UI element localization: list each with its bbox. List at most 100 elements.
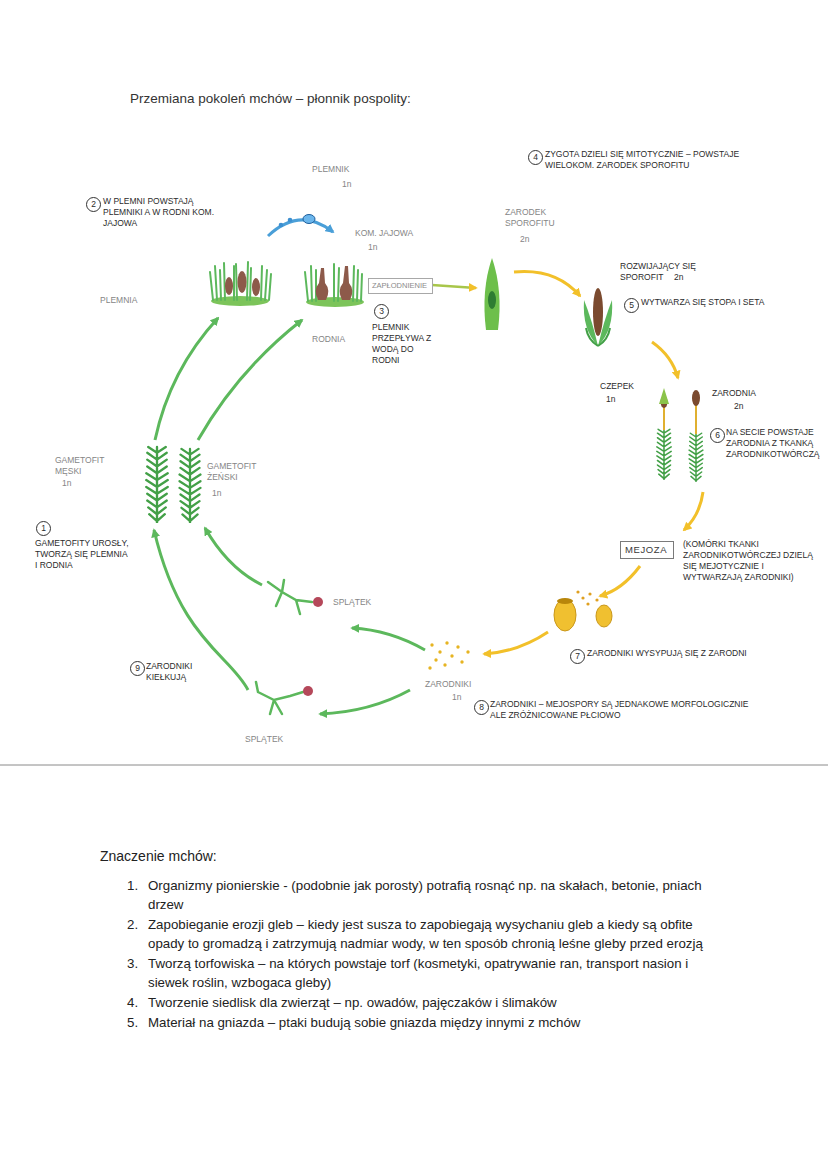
stage-note: ZARODNIKI – MEJOSPORY SĄ JEDNAKOWE MORFO… [490, 699, 755, 721]
spore [434, 658, 437, 661]
callout-number: 1 [36, 521, 51, 536]
process-box: MEJOZA [620, 541, 674, 559]
archegonia-cluster [305, 264, 364, 307]
cycle-arrow [600, 566, 640, 596]
stage-note: PLEMNIK PRZEPŁYWA Z WODĄ DO RODNI [372, 322, 434, 366]
spore [595, 598, 598, 601]
calyptra [659, 388, 669, 404]
cycle-arrow [205, 528, 262, 585]
sperm-dot [279, 223, 284, 228]
moss-shoot [657, 429, 671, 480]
seta [695, 404, 697, 434]
spore [430, 643, 433, 646]
page-divider [0, 765, 828, 766]
stage-note: ZYGOTA DZIELI SIĘ MITOTYCZNIE – POWSTAJE… [545, 149, 785, 171]
process-label: MEJOZA [625, 544, 667, 556]
open-capsule [554, 599, 576, 631]
archegonium [340, 266, 353, 300]
capsule [692, 390, 700, 406]
spore [450, 654, 453, 657]
cycle-arrow [652, 342, 678, 378]
sporophyte-leaf [586, 328, 610, 346]
antheridium [252, 278, 260, 296]
structure-label: 1n [368, 242, 377, 253]
sporophyte-embryo [484, 258, 499, 330]
list-number: 5. [127, 1013, 138, 1032]
stage-note: ZARODNIA [712, 388, 756, 399]
antheridium [225, 277, 233, 295]
spore [438, 650, 441, 653]
stage-note: 2n [734, 401, 743, 412]
antheridia-cluster [210, 262, 271, 306]
stage-note: 2n [674, 272, 683, 283]
sperm-dot [288, 218, 293, 223]
stage-note: WYTWARZA SIĘ STOPA I SETA [641, 297, 766, 308]
open-capsule [596, 605, 612, 627]
cycle-arrow [432, 285, 476, 288]
paraphyses [305, 264, 362, 301]
structure-label: RODNIA [312, 334, 345, 345]
antheridium [238, 271, 247, 293]
callout-number: 4 [528, 150, 543, 165]
protonema-bud [303, 686, 313, 696]
embryo-core [488, 291, 496, 309]
callout-number: 7 [570, 649, 585, 664]
sperm-arrow [268, 220, 333, 236]
structure-label: GAMETOFIT MĘSKI [55, 455, 125, 477]
female-gametophyte [180, 449, 201, 523]
spore [588, 592, 591, 595]
list-number: 1. [127, 876, 138, 895]
callout-number: 6 [710, 428, 725, 443]
list-item: Tworzą torfowiska – na których powstaje … [148, 954, 728, 992]
structure-label: KOM. JAJOWA [355, 228, 413, 239]
male-gametophyte [146, 447, 167, 523]
released-spores [576, 590, 598, 605]
list-item: Materiał na gniazda – ptaki budują sobie… [148, 1013, 728, 1032]
cycle-arrow [484, 632, 548, 654]
archegonium [316, 268, 329, 300]
list-number: 2. [127, 915, 138, 934]
process-label: ZAPŁODNIENIE [372, 281, 427, 291]
list-number: 3. [127, 954, 138, 973]
protonema-bud [313, 597, 323, 607]
spore [466, 650, 469, 653]
cycle-arrow [320, 690, 410, 714]
list-item: Tworzenie siedlisk dla zwierząt – np. ow… [148, 993, 728, 1012]
list-item: Organizmy pionierskie - (podobnie jak po… [148, 876, 728, 914]
structure-label: SPLĄTEK [333, 597, 371, 608]
stage-note: ROZWIJAJĄCY SIĘ SPOROFIT [620, 261, 720, 283]
young-sporophyte [593, 288, 603, 336]
callout-number: 5 [624, 298, 639, 313]
stage-note: GAMETOFITY UROSŁY, TWORZĄ SIĘ PLEMNIA I … [35, 538, 130, 571]
cycle-arrow [684, 492, 703, 530]
structure-label: GAMETOFIT ŻEŃSKI [207, 461, 267, 483]
sperm-cell [303, 215, 315, 224]
page-title: Przemiana pokoleń mchów – płonnik pospol… [130, 91, 411, 106]
moss-shoot [689, 433, 703, 482]
structure-label: 1n [212, 488, 221, 499]
callout-number: 9 [130, 661, 145, 676]
section-heading: Znaczenie mchów: [100, 848, 217, 864]
structure-label: SPLĄTEK [245, 734, 283, 745]
paraphyses [210, 262, 271, 300]
capsule-mouth [557, 598, 573, 604]
spore [443, 663, 446, 666]
protonema [256, 682, 303, 714]
spores-cluster [428, 641, 469, 669]
structure-label: ZARODNIKI [425, 679, 471, 690]
stage-note: ZARODNIKI KIEŁKUJĄ [146, 661, 216, 683]
protonema [268, 580, 312, 614]
structure-label: ZARODEK SPOROFITU [505, 207, 575, 229]
structure-label: 1n [62, 478, 71, 489]
cycle-arrow [352, 628, 425, 650]
callout-number: 8 [474, 700, 489, 715]
spore [428, 666, 431, 669]
cycle-arrow [198, 320, 302, 440]
structure-label: 1n [342, 179, 351, 190]
stage-note: CZEPEK [600, 381, 634, 392]
stage-note: W PLEMNI POWSTAJĄ PLEMNIKI A W RODNI KOM… [103, 196, 233, 229]
stage-note: 1n [606, 394, 615, 405]
spore [445, 641, 448, 644]
structure-label: PLEMNIK [312, 164, 349, 175]
spore [456, 645, 459, 648]
